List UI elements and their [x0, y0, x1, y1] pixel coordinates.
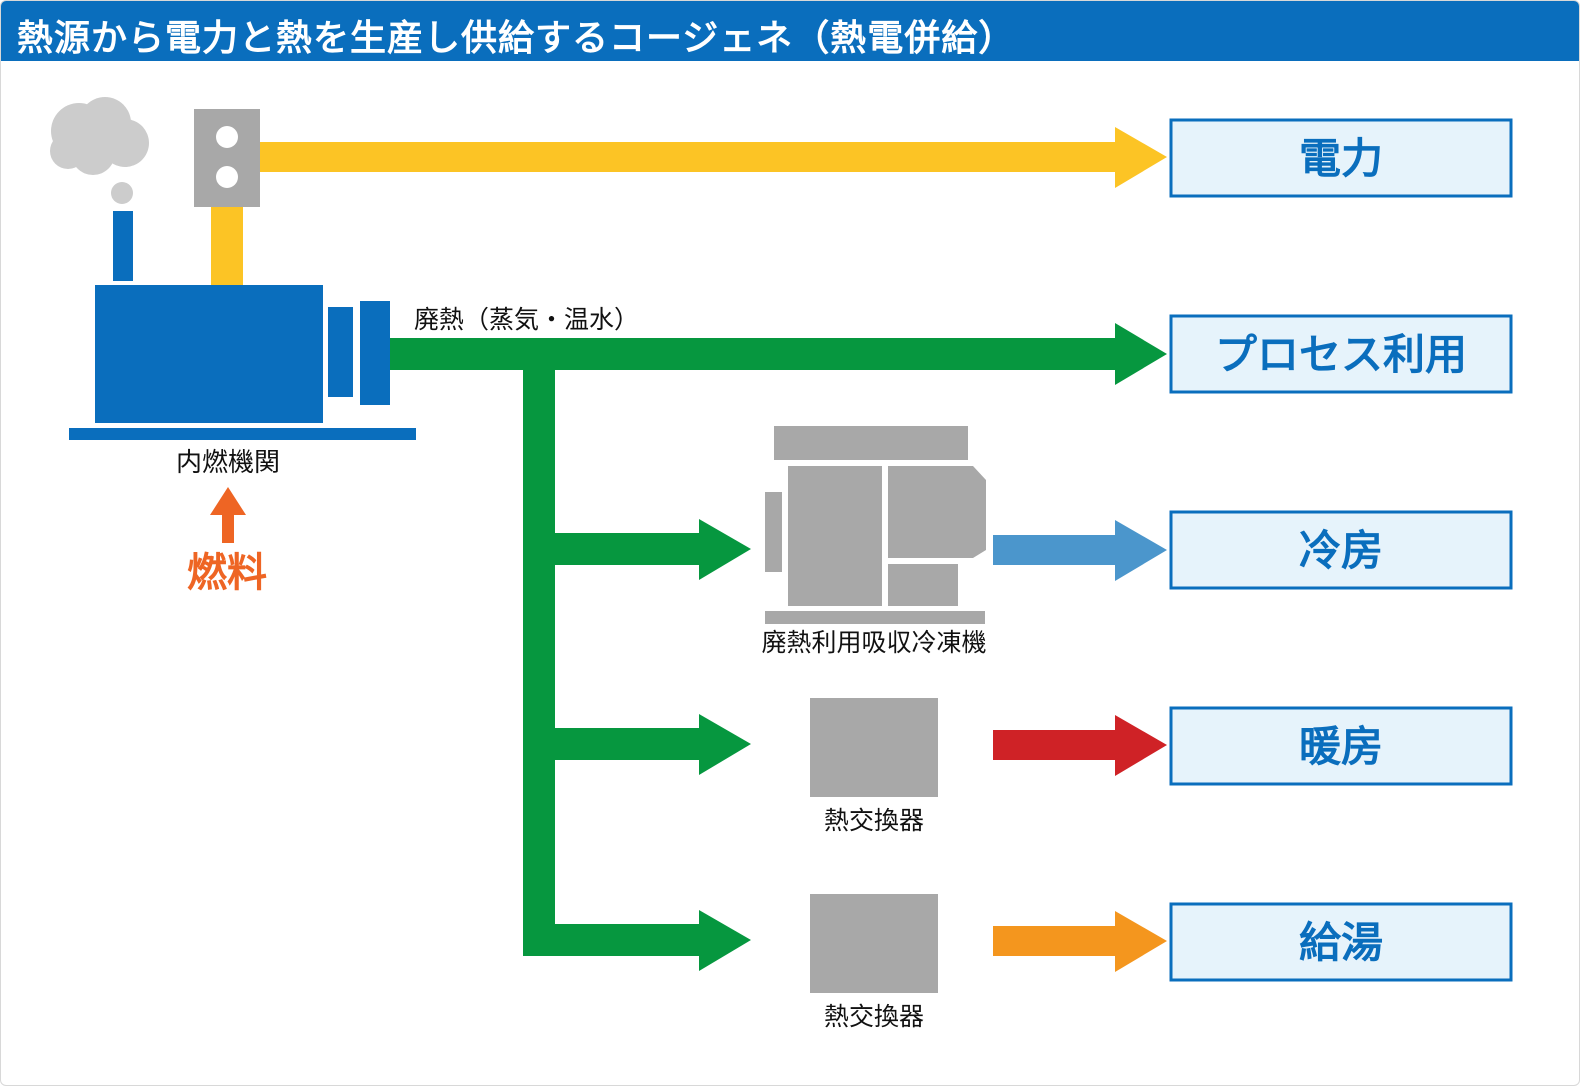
engine-label: 内燃機関 [176, 448, 280, 478]
heat-exchanger-2-icon [810, 894, 938, 993]
page-title: 熱源から電力と熱を生産し供給するコージェネ（熱電併給） [17, 18, 1016, 59]
header-bar: 熱源から電力と熱を生産し供給するコージェネ（熱電併給） [1, 1, 1579, 61]
heat-exchanger-1-label: 熱交換器 [824, 806, 924, 835]
output-cooling-label: 冷房 [1299, 526, 1383, 575]
output-box-cooling: 冷房 [1169, 510, 1513, 590]
output-box-hot-water: 給湯 [1169, 902, 1513, 982]
cooling-arrow [993, 520, 1167, 581]
generator-icon [194, 109, 260, 207]
smoke-cloud-icon [50, 97, 149, 204]
absorption-chiller-icon [765, 426, 986, 624]
electricity-arrow [260, 127, 1167, 188]
power-connector [211, 207, 243, 285]
output-hot-water-label: 給湯 [1299, 918, 1383, 967]
output-electricity-label: 電力 [1299, 134, 1383, 183]
output-box-heating: 暖房 [1169, 706, 1513, 786]
fuel-label: 燃料 [187, 550, 267, 596]
output-box-process: プロセス利用 [1169, 314, 1513, 394]
chimney [113, 211, 133, 281]
output-heating-label: 暖房 [1299, 722, 1383, 771]
hot-water-arrow [993, 911, 1167, 972]
heat-exchanger-2-label: 熱交換器 [824, 1002, 924, 1031]
engine-icon [69, 285, 416, 440]
absorption-chiller-label: 廃熱利用吸収冷凍機 [761, 628, 986, 657]
output-process-label: プロセス利用 [1215, 330, 1467, 379]
output-box-electricity: 電力 [1169, 118, 1513, 198]
waste-heat-flow [390, 323, 1167, 971]
heat-exchanger-1-icon [810, 698, 938, 797]
waste-heat-label: 廃熱（蒸気・温水） [414, 305, 639, 334]
heating-arrow [993, 715, 1167, 776]
fuel-arrow-icon [210, 487, 246, 543]
